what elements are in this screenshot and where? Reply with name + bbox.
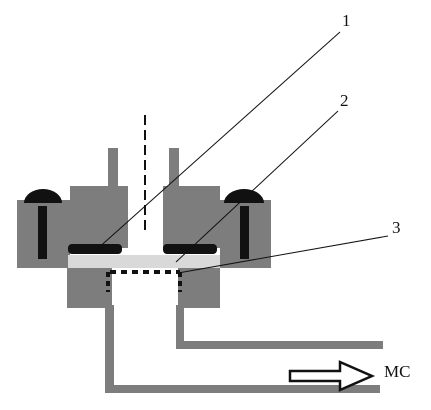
left-screw-head — [24, 189, 62, 203]
leader-line-3 — [177, 235, 389, 274]
lower-right-block — [178, 268, 220, 308]
outlet-outer-wall-vertical — [105, 305, 114, 393]
flow-label: MC — [384, 362, 410, 381]
outlet-inner-wall-horizontal — [176, 341, 383, 349]
left-inner-block — [70, 186, 128, 248]
right-inner-block — [163, 186, 220, 248]
callout-label-3: 3 — [392, 218, 401, 237]
outlet-inner-wall-vertical — [176, 305, 184, 348]
left-inlet-tube — [108, 148, 118, 186]
right-inlet-tube — [169, 148, 179, 186]
leader-line-2 — [175, 110, 339, 263]
callout-label-2: 2 — [340, 91, 349, 110]
outlet-outer-wall-horizontal — [105, 385, 380, 393]
membrane — [68, 255, 220, 268]
leader-line-1 — [95, 31, 341, 251]
right-arrow-icon — [288, 360, 376, 392]
right-screw-head — [224, 189, 264, 203]
left-gasket — [68, 244, 122, 254]
left-screw-shaft — [38, 206, 47, 259]
right-screw-shaft — [240, 206, 249, 259]
callout-label-1: 1 — [342, 11, 351, 30]
lower-left-block — [67, 268, 112, 308]
